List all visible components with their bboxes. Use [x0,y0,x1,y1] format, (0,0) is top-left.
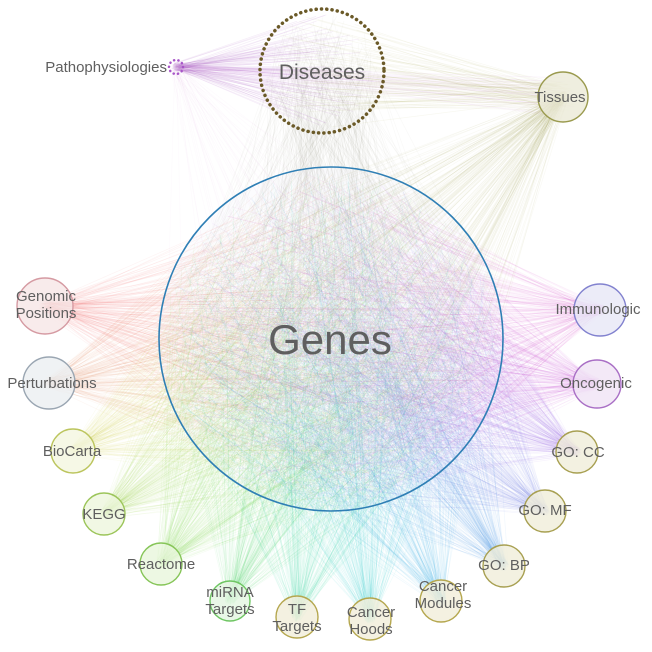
node-cancer_modules[interactable] [419,579,463,623]
label-biocarta: BioCarta [43,443,102,460]
node-go_mf[interactable] [523,489,567,533]
label-kegg: KEGG [82,506,125,523]
link-pathophysiologies-diseases [171,14,374,126]
label-perturbations: Perturbations [7,375,96,392]
node-oncogenic[interactable] [572,359,622,409]
link-tissues-diseases [266,16,578,128]
fan-biocarta [67,173,495,494]
node-perturbations[interactable] [22,356,76,410]
node-biocarta[interactable] [50,428,96,474]
label-tissues: Tissues [534,89,585,106]
label-reactome: Reactome [127,556,195,573]
label-immunologic: Immunologic [555,301,641,318]
label-go_mf: GO: MF [518,502,571,519]
fan-immunologic [164,174,607,496]
node-mirna_targets[interactable] [209,580,251,622]
fan-perturbations [42,174,492,502]
fan-genomic_positions [38,181,491,500]
fan-pathophysiologies [167,60,476,491]
node-go_cc[interactable] [555,430,599,474]
node-genomic_positions[interactable] [16,277,74,335]
label-pathophysiologies: Pathophysiologies [45,59,167,76]
node-genes[interactable] [158,166,504,512]
node-tissues[interactable] [537,71,589,123]
label-genes: Genes [268,316,392,363]
node-diseases[interactable] [258,7,386,135]
fan-go_cc [170,179,583,493]
label-oncogenic: Oncogenic [560,375,632,392]
genes-circle-fill [159,167,503,511]
fan-diseases [166,15,497,501]
node-pathophysiologies[interactable] [167,58,185,76]
fan-cancer_modules [171,179,496,607]
edge-fans [38,14,607,625]
labels: Genes Diseases PathophysiologiesTissuesGen… [7,59,641,638]
fan-cancer_hoods [166,173,491,625]
node-tf_targets[interactable] [275,595,319,639]
node-reactome[interactable] [139,542,183,586]
fan-go_mf [171,186,551,517]
label-diseases: Diseases [279,61,365,84]
fan-go_bp [168,176,510,572]
fan-tf_targets [173,180,496,623]
fan-tissues [164,90,570,503]
link-pathophysiologies-tissues [172,63,586,119]
node-immunologic[interactable] [573,283,627,337]
fan-kegg [98,176,496,520]
node-go_bp[interactable] [482,544,526,588]
label-go_cc: GO: CC [551,444,605,461]
fan-mirna_targets [165,183,495,606]
node-cancer_hoods[interactable] [348,597,392,641]
label-go_bp: GO: BP [478,557,530,574]
node-kegg[interactable] [82,492,126,536]
